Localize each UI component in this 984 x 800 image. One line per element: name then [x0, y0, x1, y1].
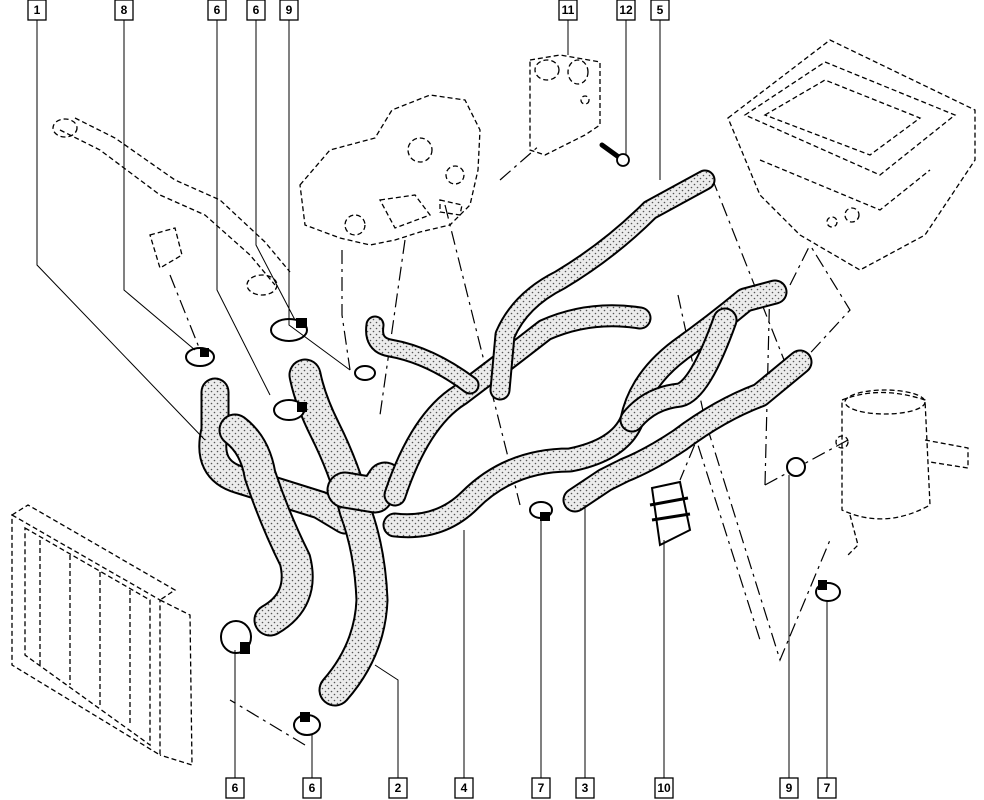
clamp-6-middle — [273, 399, 307, 421]
callout-number: 6 — [253, 3, 260, 17]
hose-clamps — [185, 318, 841, 736]
hose-9 — [365, 315, 480, 395]
callout-number: 2 — [395, 781, 402, 795]
clamp-9-right — [786, 457, 806, 477]
callout-labels: 1 8 6 6 9 11 12 5 6 6 2 4 7 3 10 9 7 — [27, 0, 837, 799]
hose-holder-10 — [649, 480, 692, 547]
heater-unit — [727, 39, 976, 271]
clamp-9-left — [354, 365, 376, 381]
clamp-6-bottom — [293, 712, 321, 736]
top-label-3: 6 — [207, 0, 227, 21]
top-label-4: 6 — [246, 0, 266, 21]
callout-number: 6 — [232, 781, 239, 795]
bottom-label-7: 10 — [654, 777, 674, 799]
callout-number: 1 — [34, 3, 41, 17]
hose-3 — [562, 349, 813, 513]
clamp-8 — [185, 347, 215, 367]
hose-4 — [382, 279, 788, 539]
top-label-6: 11 — [558, 0, 578, 21]
bottom-label-3: 2 — [388, 777, 408, 799]
callout-number: 6 — [309, 781, 316, 795]
bottom-label-9: 7 — [817, 777, 837, 799]
bottom-label-1: 6 — [225, 777, 245, 799]
callout-number: 7 — [538, 781, 545, 795]
bottom-label-6: 3 — [575, 777, 595, 799]
callout-number: 11 — [562, 3, 575, 17]
callout-number: 10 — [657, 781, 671, 795]
callout-number: 12 — [619, 3, 633, 17]
top-label-2: 8 — [114, 0, 134, 21]
callout-number: 7 — [824, 781, 831, 795]
top-label-8: 5 — [650, 0, 670, 21]
top-label-1: 1 — [27, 0, 47, 21]
mounting-bracket — [529, 54, 601, 156]
callout-number: 4 — [461, 781, 468, 795]
bottom-label-2: 6 — [302, 777, 322, 799]
callout-number: 3 — [582, 781, 589, 795]
callout-leaders — [36, 20, 828, 778]
clamp-7-right — [815, 580, 841, 602]
engine-block — [299, 94, 481, 246]
top-label-7: 12 — [616, 0, 636, 21]
callout-number: 6 — [214, 3, 221, 17]
expansion-tank — [835, 389, 969, 556]
callout-number: 9 — [286, 3, 293, 17]
radiator — [11, 504, 193, 766]
callout-number: 5 — [657, 3, 664, 17]
callout-number: 9 — [786, 781, 793, 795]
top-label-5: 9 — [279, 0, 299, 21]
bottom-label-5: 7 — [531, 777, 551, 799]
bottom-label-4: 4 — [454, 777, 474, 799]
hose-5-upper — [489, 169, 716, 401]
callout-number: 8 — [121, 3, 128, 17]
hose-2 — [288, 358, 389, 707]
hose-tee — [326, 461, 404, 514]
clamp-7-center — [529, 501, 553, 521]
clamp-6-lower — [220, 620, 252, 654]
hose-1 — [198, 377, 360, 535]
bypass-pipe — [52, 117, 291, 296]
bottom-label-8: 9 — [779, 777, 799, 799]
hose-4b — [619, 307, 738, 433]
assembly-lines — [169, 144, 851, 746]
bolt — [599, 142, 630, 167]
hose-1-elbow — [218, 413, 314, 637]
